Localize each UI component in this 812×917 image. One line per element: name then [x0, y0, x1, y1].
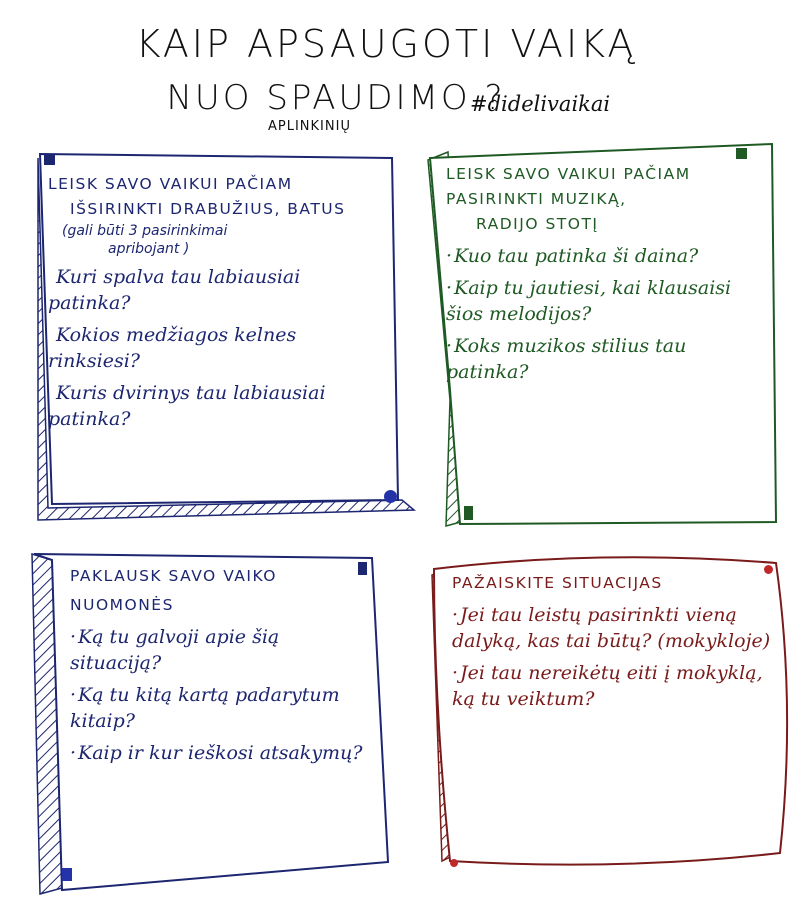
card-music-choice: LEISK SAVO VAIKUI PAČIAM PASIRINKTI MUZI… [420, 140, 780, 530]
pin-dot [384, 490, 397, 503]
card-note-line: (gali būti 3 pasirinkimai [62, 223, 228, 239]
card-play-situations: PAŽAISKITE SITUACIJAS ·Jei tau leistų pa… [420, 555, 796, 875]
pin-dot [764, 565, 773, 574]
pin-square [358, 562, 367, 575]
card-question: ·Koks muzikos stilius tau patinka? [446, 335, 687, 383]
title-line-2: NUO SPAUDIMO ? [166, 78, 506, 118]
card-question: ·Kaip tu jautiesi, kai klausaisi šios me… [446, 277, 732, 325]
card-heading-line: LEISK SAVO VAIKUI PAČIAM [48, 175, 293, 193]
card-heading-line: PASIRINKTI MUZIKĄ, [446, 190, 627, 208]
card-frame [431, 556, 789, 866]
card-frame [427, 142, 778, 527]
card-heading-line: LEISK SAVO VAIKUI PAČIAM [446, 165, 691, 183]
card-question: ·Kuo tau patinka ši daina? [446, 245, 699, 267]
card-question: Kokios medžiagos kelnes rinksiesi? [48, 324, 297, 372]
pin-dot [450, 859, 458, 867]
card-clothes-choice: LEISK SAVO VAIKUI PAČIAM IŠSIRINKTI DRAB… [30, 150, 417, 526]
card-ask-opinion: PAKLAUSK SAVO VAIKO NUOMONĖS ·Ką tu galv… [22, 550, 400, 898]
card-question: ·Ką tu galvoji apie šią situaciją? [70, 626, 280, 674]
pin-square [62, 868, 72, 881]
card-frame [37, 152, 417, 521]
card-question: ·Ką tu kitą kartą padarytum kitaip? [70, 684, 340, 732]
card-heading-line: NUOMONĖS [70, 596, 174, 614]
hashtag: #didelivaikai [470, 92, 611, 116]
pin-square [736, 148, 747, 159]
pin-square [44, 154, 55, 165]
card-heading-line: PAKLAUSK SAVO VAIKO [70, 567, 277, 585]
card-question: Kuris dvirinys tau labiausiai patinka? [48, 382, 326, 430]
card-heading-line: PAŽAISKITE SITUACIJAS [452, 574, 663, 592]
card-question: ·Kaip ir kur ieškosi atsakymų? [70, 742, 363, 764]
card-question: ·Jei tau nereikėtų eiti į mokyklą, ką tu… [452, 662, 763, 710]
card-heading-line: RADIJO STOTĮ [476, 215, 599, 233]
card-heading-line: IŠSIRINKTI DRABUŽIUS, BATUS [70, 200, 346, 218]
card-question: Kuri spalva tau labiausiai patinka? [48, 266, 301, 314]
card-question: ·Jei tau leistų pasirinkti vieną dalyką,… [452, 604, 771, 652]
card-frame [31, 552, 390, 895]
title-line-1: KAIP APSAUGOTI VAIKĄ [135, 22, 637, 66]
pin-square [464, 506, 473, 520]
card-note-line: apribojant ) [108, 241, 190, 257]
title-subscript: APLINKINIŲ [268, 119, 351, 134]
